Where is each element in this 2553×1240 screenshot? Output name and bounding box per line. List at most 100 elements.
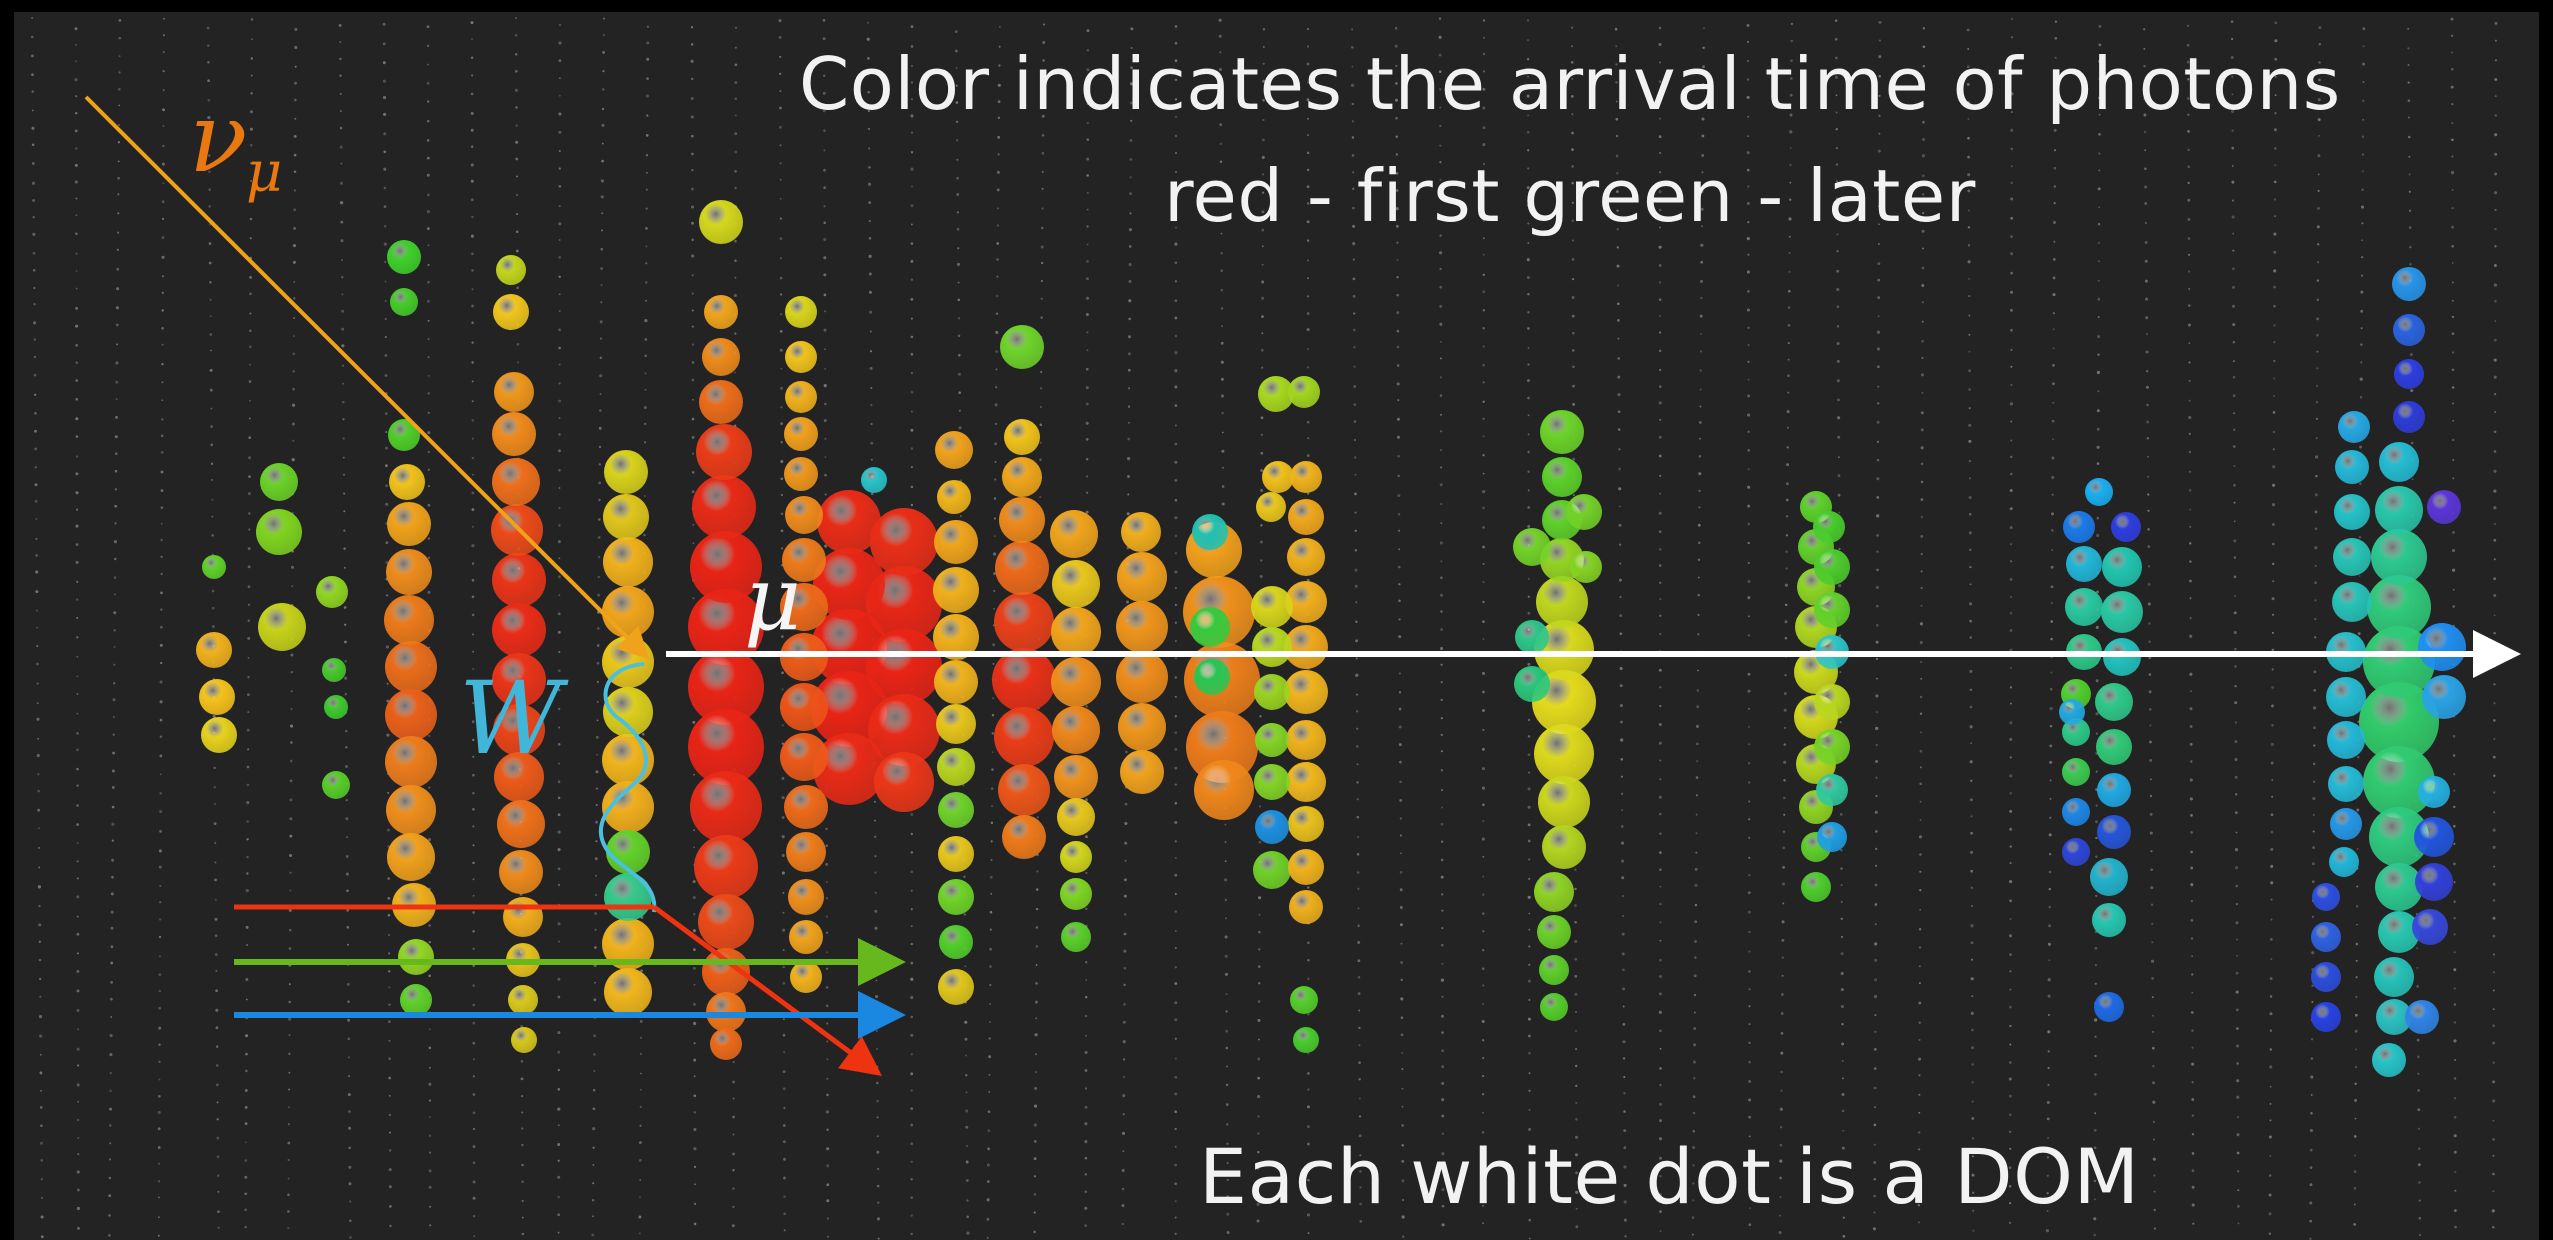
dom-dot <box>249 127 253 131</box>
dom-dot <box>694 1183 696 1186</box>
dom-dot <box>598 426 602 430</box>
dom-dot <box>472 773 475 777</box>
dom-dot <box>158 849 162 853</box>
dom-dot <box>117 193 120 196</box>
dom-dot <box>692 720 696 724</box>
dom-dot <box>388 1131 392 1134</box>
dom-dot <box>288 1017 292 1021</box>
dom-dot <box>244 1225 247 1229</box>
dom-dot <box>515 17 517 20</box>
dom-dot <box>76 1009 80 1012</box>
dom-dot <box>247 492 251 496</box>
dom-dot <box>76 989 80 993</box>
dom-dot <box>32 232 36 236</box>
dom-dot <box>207 98 211 102</box>
dom-dot <box>558 41 562 45</box>
dom-dot <box>427 63 430 66</box>
dom-dot <box>76 748 79 752</box>
dom-dot <box>75 43 78 46</box>
dom-dot <box>384 446 388 450</box>
dom-dot <box>345 855 349 858</box>
dom-dot <box>343 473 345 476</box>
dom-dot <box>693 1222 697 1226</box>
dom-dot <box>338 23 342 27</box>
dom-dot <box>387 877 391 880</box>
dom-dot <box>644 422 647 425</box>
dom-dot <box>472 894 475 897</box>
dom-dot <box>641 732 645 736</box>
dom-dot <box>602 69 605 73</box>
dom-dot <box>245 1052 248 1056</box>
dom-dot <box>558 59 562 62</box>
dom-dot <box>210 443 214 447</box>
dom-dot <box>593 1069 596 1072</box>
dom-dot <box>643 494 646 498</box>
dom-dot <box>347 1093 351 1097</box>
dom-dot <box>75 397 79 401</box>
dom-dot <box>112 733 115 736</box>
dom-dot <box>471 525 474 528</box>
dom-dot <box>208 188 211 191</box>
dom-dot <box>159 830 162 833</box>
dom-dot <box>471 491 475 495</box>
dom-dot <box>293 134 297 138</box>
dom-dot <box>247 676 250 679</box>
dom-dot <box>521 1180 524 1184</box>
dom-dot <box>557 813 561 817</box>
dom-dot <box>646 41 650 45</box>
dom-dot <box>734 46 737 49</box>
dom-dot <box>600 229 604 232</box>
dom-dot <box>157 1127 161 1131</box>
dom-dot <box>593 1053 596 1056</box>
dom-dot <box>213 786 216 789</box>
dom-strings <box>30 16 2498 1240</box>
dom-dot <box>247 565 251 569</box>
dom-dot <box>160 434 164 438</box>
dom-dot <box>471 341 474 344</box>
dom-dot <box>470 234 474 238</box>
dom-dot <box>289 928 292 932</box>
dom-dot <box>691 187 694 191</box>
dom-dot <box>33 338 36 341</box>
dom-dot <box>342 401 345 404</box>
dom-dot <box>348 1146 351 1150</box>
dom-dot <box>557 1107 561 1111</box>
dom-dot <box>40 1124 43 1128</box>
dom-dot <box>160 470 164 474</box>
dom-dot <box>472 1127 476 1131</box>
dom-dot <box>646 77 649 80</box>
dom-dot <box>558 433 561 436</box>
dom-dot <box>159 884 162 887</box>
dom-dot <box>76 675 79 678</box>
dom-dot <box>162 51 165 54</box>
dom-dot <box>558 184 562 188</box>
dom-dot <box>340 220 344 224</box>
dom-dot <box>34 499 38 503</box>
dom-dot <box>693 983 696 986</box>
dom-dot <box>118 123 120 126</box>
dom-dot <box>244 1122 248 1126</box>
dom-dot <box>290 653 294 657</box>
dom-dot <box>558 167 561 170</box>
dom-dot <box>591 1198 595 1202</box>
dom-dot <box>557 669 561 673</box>
dom-dot <box>31 109 34 112</box>
dom-dot <box>646 25 650 28</box>
dom-dot <box>427 450 430 454</box>
dom-dot <box>387 1020 391 1024</box>
dom-dot <box>161 162 165 166</box>
dom-dot <box>471 595 475 599</box>
dom-dot <box>344 676 348 680</box>
dom-dot <box>349 1219 352 1222</box>
dom-dot <box>558 222 562 226</box>
dom-dot <box>116 267 120 271</box>
dom-dot <box>557 830 561 834</box>
dom-dot <box>288 1034 291 1037</box>
dom-dot <box>77 1119 80 1121</box>
dom-dot <box>74 111 78 115</box>
dom-dot <box>157 1196 160 1199</box>
dom-dot <box>472 792 475 795</box>
dom-dot <box>385 645 389 649</box>
dom-dot <box>692 597 695 600</box>
dom-dot <box>692 398 694 401</box>
